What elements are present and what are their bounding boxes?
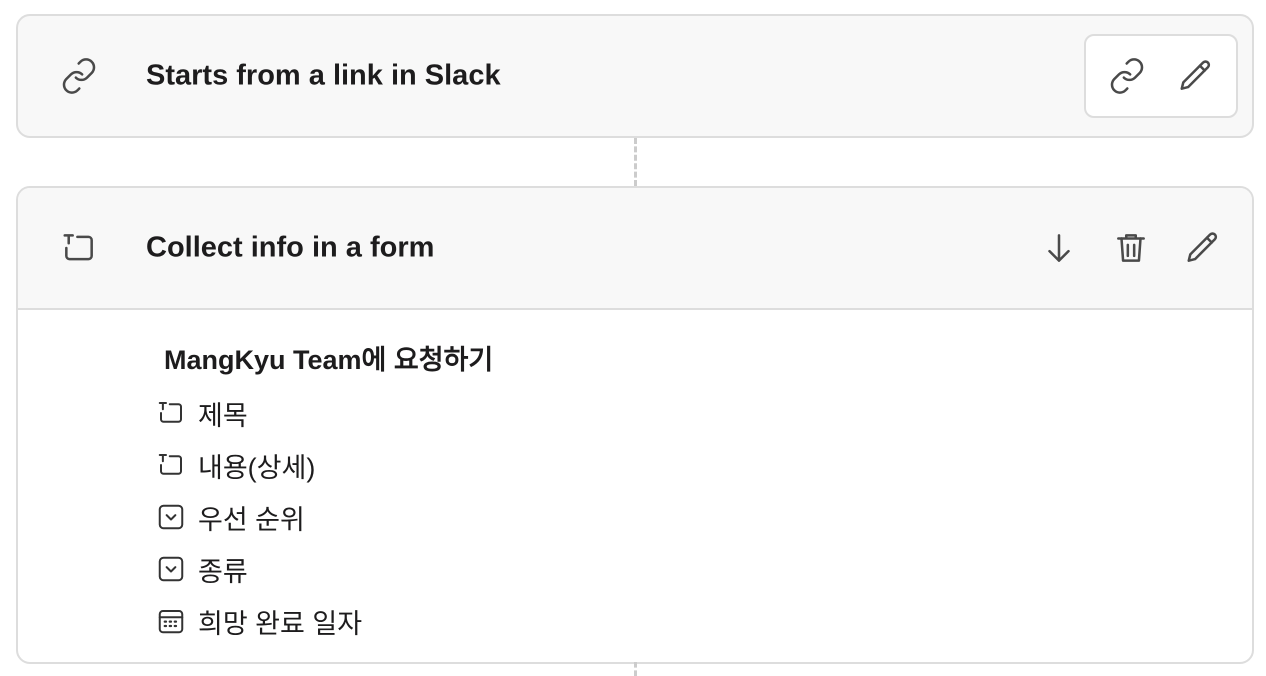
text-field-icon — [156, 398, 186, 428]
pencil-icon — [1184, 229, 1222, 267]
field-label: 내용(상세) — [198, 452, 316, 483]
form-title: MangKyu Team에 요청하기 — [164, 345, 494, 375]
form-field-title: 제목 — [156, 387, 493, 439]
text-field-icon — [60, 229, 98, 267]
dropdown-icon — [156, 554, 186, 584]
link-icon — [1108, 57, 1146, 95]
form-field-content: 내용(상세) — [156, 439, 493, 491]
calendar-icon — [156, 606, 186, 636]
step-title: Collect info in a form — [146, 231, 435, 264]
field-label: 우선 순위 — [198, 504, 305, 535]
trash-icon — [1112, 229, 1150, 267]
connector-line — [634, 662, 637, 676]
step-header: Collect info in a form — [18, 188, 1252, 310]
link-icon — [60, 57, 98, 95]
step-action-group — [1040, 229, 1222, 267]
dropdown-icon — [156, 502, 186, 532]
pencil-icon — [1177, 57, 1215, 95]
trigger-action-group — [1084, 34, 1238, 118]
field-label: 제목 — [198, 400, 248, 431]
form-preview: MangKyu Team에 요청하기 제목 내용(상세) — [156, 338, 493, 647]
form-step-card[interactable]: Collect info in a form — [16, 186, 1254, 664]
delete-step-button[interactable] — [1112, 229, 1150, 267]
field-label: 종류 — [198, 556, 248, 587]
connector-line — [634, 138, 637, 186]
move-down-button[interactable] — [1040, 229, 1078, 267]
trigger-card[interactable]: Starts from a link in Slack — [16, 14, 1254, 138]
form-field-priority: 우선 순위 — [156, 491, 493, 543]
arrow-down-icon — [1040, 229, 1078, 267]
trigger-title: Starts from a link in Slack — [146, 59, 501, 92]
field-label: 희망 완료 일자 — [198, 608, 363, 639]
edit-trigger-button[interactable] — [1177, 57, 1215, 95]
form-field-due-date: 희망 완료 일자 — [156, 595, 493, 647]
form-field-type: 종류 — [156, 543, 493, 595]
edit-step-button[interactable] — [1184, 229, 1222, 267]
text-field-icon — [156, 450, 186, 480]
copy-link-button[interactable] — [1108, 57, 1146, 95]
